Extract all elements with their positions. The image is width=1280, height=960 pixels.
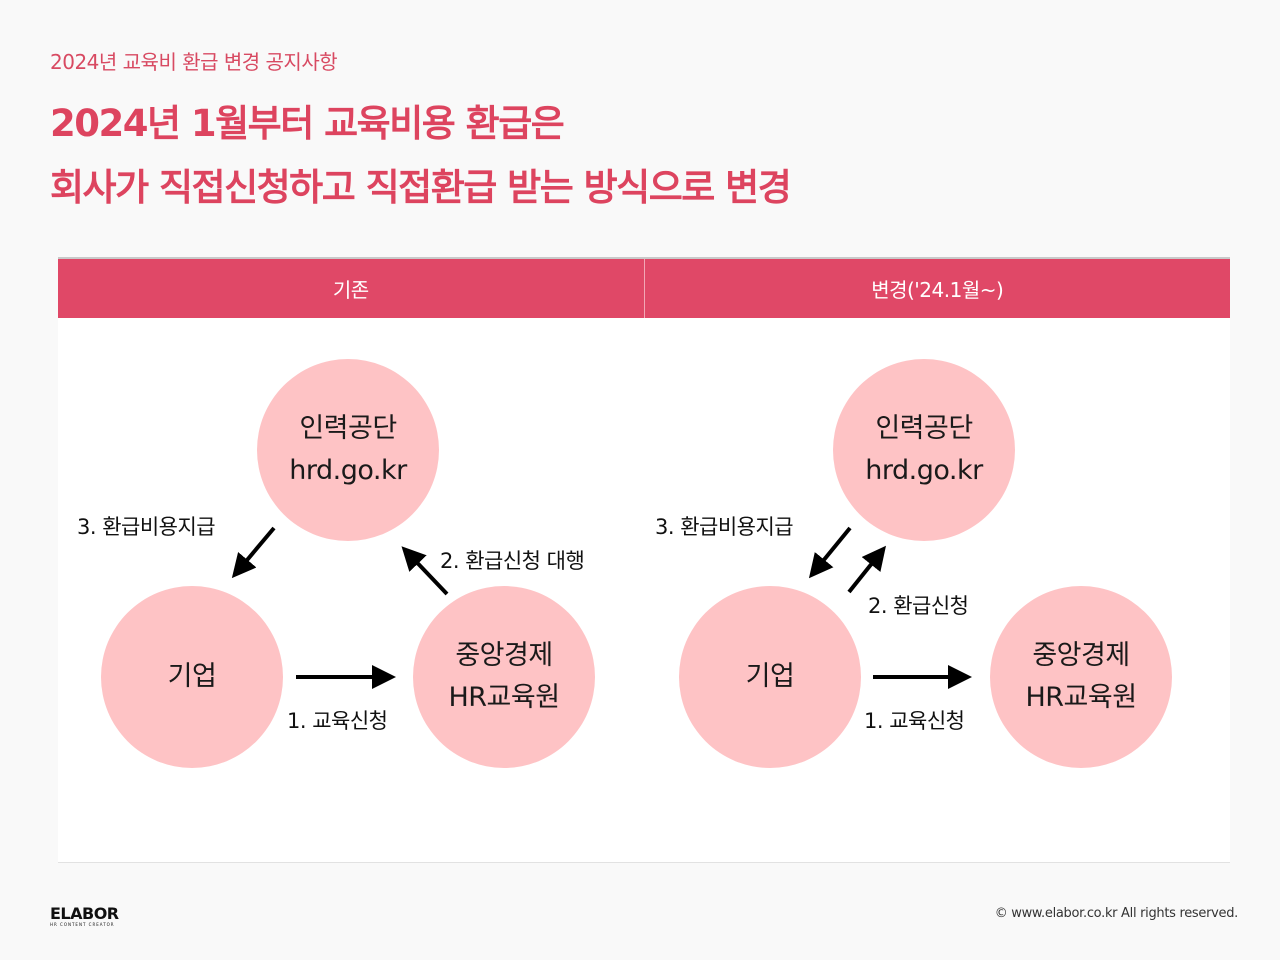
after-step-2-label: 2. 환급신청	[868, 594, 969, 618]
comparison-header: 기존 변경('24.1월~)	[58, 257, 1230, 318]
before-company-name: 기업	[167, 661, 217, 692]
before-provider-subname: HR교육원	[448, 682, 560, 713]
before-step-2-label: 2. 환급신청 대행	[440, 549, 585, 573]
logo-tagline: HR CONTENT CREATOR	[50, 922, 115, 927]
after-step-3-label: 3. 환급비용지급	[655, 515, 794, 539]
after-company-name: 기업	[745, 661, 795, 692]
after-company-node: 기업	[679, 586, 861, 768]
comparison-panel: 기존 변경('24.1월~)	[58, 257, 1230, 863]
after-step-1-label: 1. 교육신청	[864, 709, 965, 733]
after-provider-subname: HR교육원	[1025, 682, 1137, 713]
after-provider-name: 중앙경제	[1032, 640, 1130, 671]
before-provider-name: 중앙경제	[455, 640, 553, 671]
copyright-notice: © www.elabor.co.kr All rights reserved.	[994, 906, 1239, 921]
before-step-3-label: 3. 환급비용지급	[77, 515, 216, 539]
header-before: 기존	[58, 259, 645, 318]
before-provider-node: 중앙경제 HR교육원	[413, 586, 595, 768]
before-agency-node: 인력공단 hrd.go.kr	[257, 359, 439, 541]
header-after: 변경('24.1월~)	[644, 259, 1230, 318]
notice-subtitle: 2024년 교육비 환급 변경 공지사항	[50, 50, 338, 74]
page-headline: 2024년 1월부터 교육비용 환급은 회사가 직접신청하고 직접환급 받는 방…	[50, 92, 792, 220]
before-agency-url: hrd.go.kr	[289, 455, 407, 486]
headline-line-1: 2024년 1월부터 교육비용 환급은	[50, 102, 565, 145]
headline-line-2: 회사가 직접신청하고 직접환급 받는 방식으로 변경	[50, 166, 792, 209]
after-agency-url: hrd.go.kr	[865, 455, 983, 486]
before-company-node: 기업	[101, 586, 283, 768]
elabor-logo: ELABOR HR CONTENT CREATOR	[50, 904, 119, 928]
before-step-1-label: 1. 교육신청	[287, 709, 388, 733]
logo-wordmark: ELABOR	[50, 904, 119, 923]
before-agency-name: 인력공단	[299, 413, 397, 444]
after-agency-node: 인력공단 hrd.go.kr	[833, 359, 1015, 541]
after-agency-name: 인력공단	[875, 413, 973, 444]
after-provider-node: 중앙경제 HR교육원	[990, 586, 1172, 768]
